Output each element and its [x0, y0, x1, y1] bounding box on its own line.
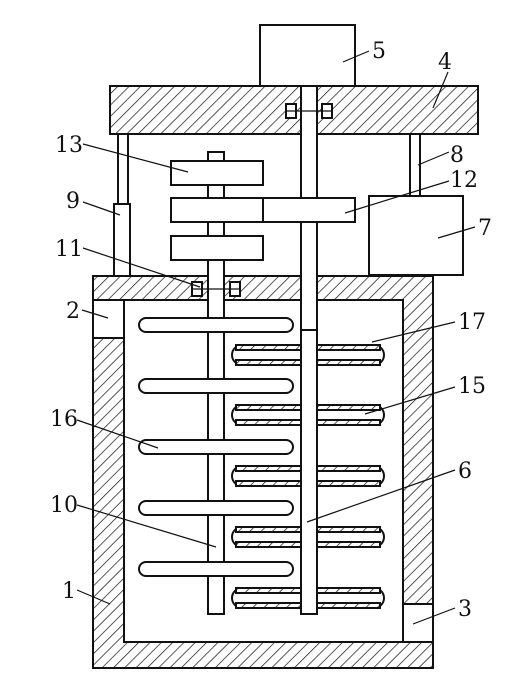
inlet-port [92, 299, 125, 339]
outlet-port [402, 603, 434, 643]
drive-gear [262, 197, 356, 223]
leader-lines [76, 50, 476, 625]
label-8: 8 [450, 143, 464, 168]
label-3: 3 [458, 597, 472, 622]
label-11: 11 [55, 237, 83, 262]
support-columns [113, 134, 421, 277]
bearings [191, 103, 333, 297]
label-15: 15 [458, 374, 486, 399]
label-1: 1 [62, 579, 76, 604]
label-9: 9 [66, 189, 80, 214]
left-paddles [138, 317, 294, 577]
label-12: 12 [450, 168, 478, 193]
label-13: 13 [55, 133, 83, 158]
label-10: 10 [50, 493, 78, 518]
label-17: 17 [458, 310, 486, 335]
label-16: 16 [50, 407, 78, 432]
label-4: 4 [438, 50, 452, 75]
label-6: 6 [458, 459, 472, 484]
motor [259, 24, 356, 87]
part-labels: 5 4 8 12 7 13 9 11 2 17 15 16 6 10 1 3 [50, 39, 492, 622]
gear-stack [170, 160, 264, 261]
label-7: 7 [478, 216, 492, 241]
side-box [368, 195, 464, 276]
main-shaft-front [300, 329, 318, 615]
label-5: 5 [372, 39, 386, 64]
label-2: 2 [66, 299, 80, 324]
